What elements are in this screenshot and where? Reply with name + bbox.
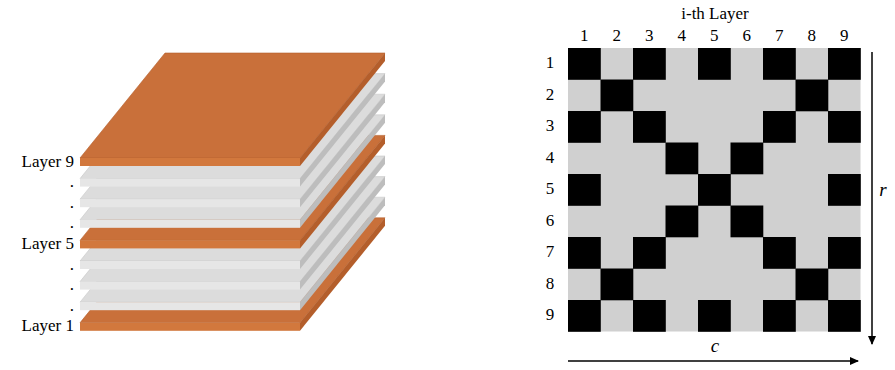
grid-title: i-th Layer: [681, 5, 749, 24]
row-number: 6: [546, 212, 555, 231]
layer-label: Layer 1: [22, 317, 74, 336]
filled-cell: [828, 237, 861, 269]
plate-front: [80, 220, 300, 228]
filled-cell: [828, 174, 861, 206]
filled-cell: [763, 237, 796, 269]
filled-cell: [666, 206, 699, 238]
filled-cell: [601, 80, 634, 112]
filled-cell: [568, 300, 601, 332]
column-number: 3: [645, 27, 654, 46]
filled-cell: [731, 206, 764, 238]
filled-cell: [828, 48, 861, 80]
filled-cell: [763, 111, 796, 143]
row-number: 4: [546, 149, 555, 168]
ellipsis-dot: .: [70, 256, 74, 275]
plate-front: [80, 240, 300, 248]
filled-cell: [828, 300, 861, 332]
column-number: 1: [580, 27, 589, 46]
column-number: 8: [808, 27, 817, 46]
filled-cell: [633, 237, 666, 269]
filled-cell: [633, 111, 666, 143]
row-axis-label: r: [879, 180, 886, 201]
filled-cell: [568, 48, 601, 80]
column-number: 7: [775, 27, 784, 46]
plate-front: [80, 261, 300, 269]
plate-front: [80, 179, 300, 187]
row-number: 8: [546, 275, 555, 294]
ellipsis-dot: .: [70, 297, 74, 316]
filled-cell: [796, 80, 829, 112]
filled-cell: [568, 111, 601, 143]
grid-ground: [568, 48, 861, 332]
column-number: 4: [678, 27, 687, 46]
filled-cell: [601, 269, 634, 301]
plate-side: [300, 53, 385, 166]
filled-cell: [698, 174, 731, 206]
row-number: 3: [546, 117, 555, 136]
filled-cell: [666, 143, 699, 175]
ellipsis-dot: .: [70, 276, 74, 295]
filled-cell: [796, 269, 829, 301]
plate-front: [80, 323, 300, 331]
row-number: 7: [546, 243, 555, 262]
filled-cell: [698, 48, 731, 80]
row-number: 1: [546, 54, 555, 73]
column-number: 5: [710, 27, 719, 46]
layer-label: Layer 5: [22, 235, 74, 254]
layer-plate: [80, 53, 385, 166]
layer-label: Layer 9: [22, 153, 74, 172]
filled-cell: [568, 237, 601, 269]
ellipsis-dot: .: [70, 214, 74, 233]
plate-front: [80, 158, 300, 166]
filled-cell: [633, 48, 666, 80]
row-number: 2: [546, 86, 555, 105]
filled-cell: [698, 300, 731, 332]
plate-front: [80, 282, 300, 290]
ellipsis-dot: .: [70, 173, 74, 192]
plate-front: [80, 302, 300, 310]
filled-cell: [633, 300, 666, 332]
layer-stack: [80, 53, 385, 331]
ellipsis-dot: .: [70, 194, 74, 213]
filled-cell: [731, 143, 764, 175]
filled-cell: [568, 174, 601, 206]
filled-cell: [828, 111, 861, 143]
column-number: 2: [613, 27, 622, 46]
column-axis-arrow: [568, 360, 858, 362]
filled-cell: [763, 48, 796, 80]
row-axis-arrow: [871, 52, 873, 344]
row-number: 5: [546, 180, 555, 199]
layer-grid: [568, 48, 861, 332]
column-number: 9: [840, 27, 849, 46]
column-axis-label: c: [711, 336, 719, 357]
row-number: 9: [546, 306, 555, 325]
plate-front: [80, 199, 300, 207]
filled-cell: [763, 300, 796, 332]
column-number: 6: [743, 27, 752, 46]
plate-top: [80, 53, 385, 158]
